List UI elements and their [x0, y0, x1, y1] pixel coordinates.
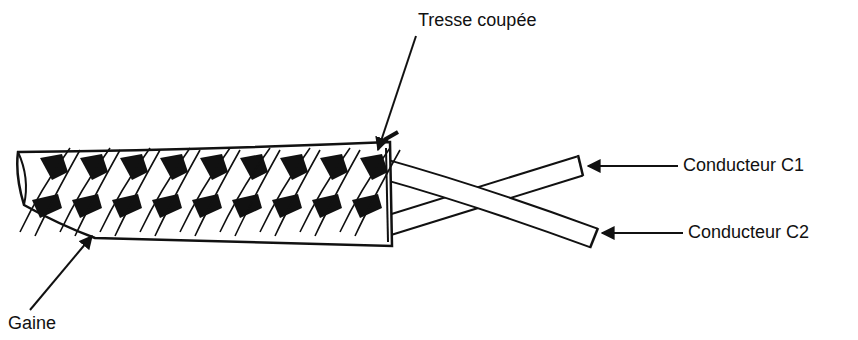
part-label: Gaine — [8, 313, 56, 335]
cable-sheath — [17, 132, 400, 246]
part-label: Conducteur C1 — [683, 155, 804, 177]
conductors — [380, 155, 598, 248]
part-label: Tresse coupée — [418, 10, 536, 32]
leader-lines — [30, 36, 683, 310]
part-label: Conducteur C2 — [688, 222, 809, 244]
